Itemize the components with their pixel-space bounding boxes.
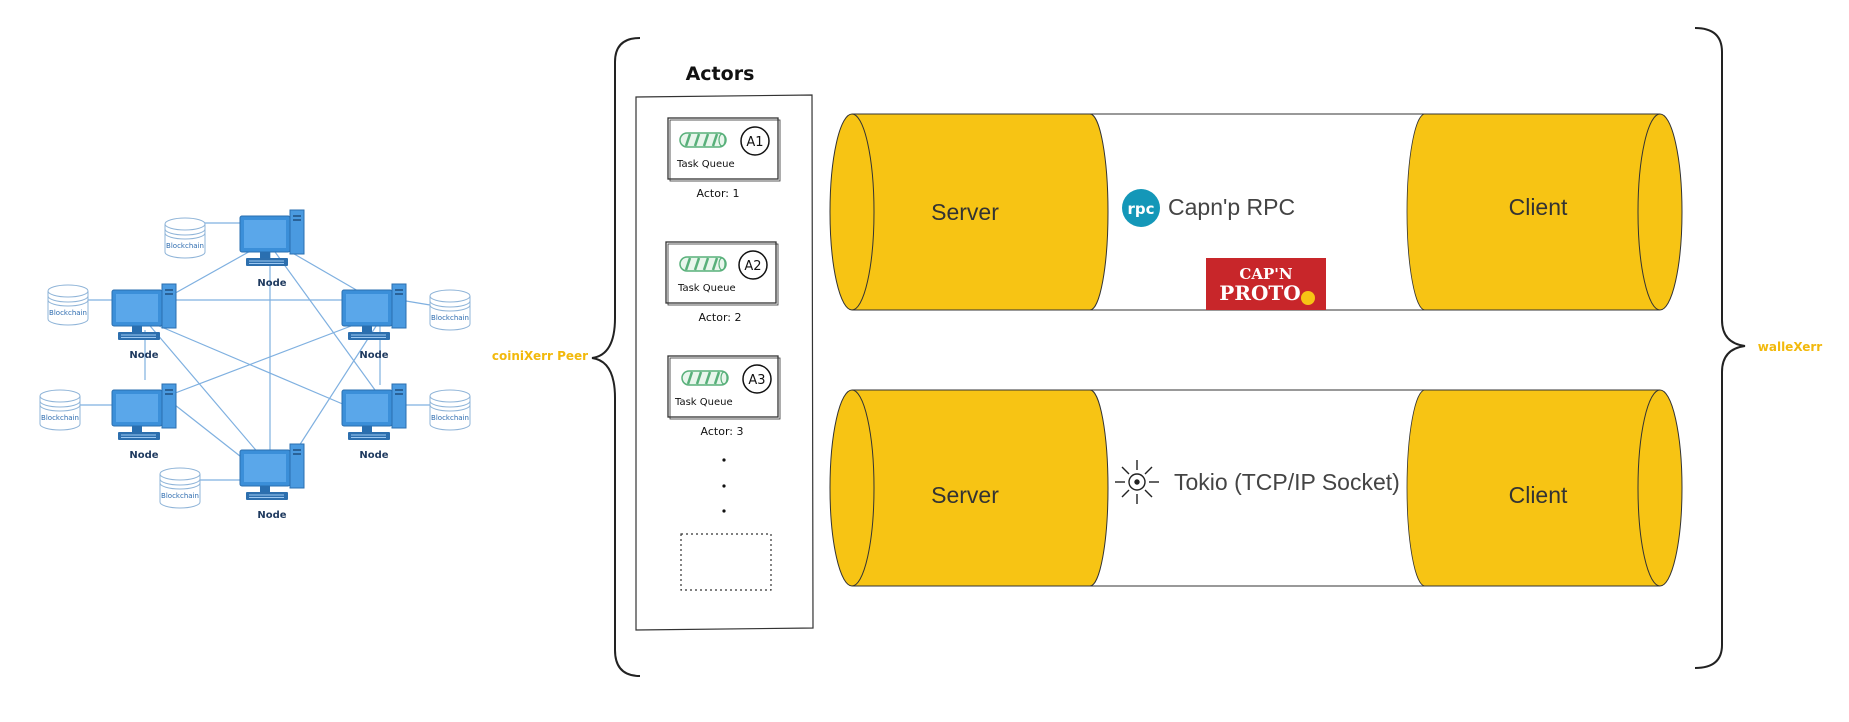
actor-badge — [740, 126, 770, 156]
node-label: Node — [129, 350, 158, 361]
actor-card: A3 Task Queue Actor: 3 — [667, 355, 781, 438]
database-icon — [39, 389, 81, 431]
task-queue-icon — [678, 131, 728, 149]
server-label: Server — [931, 199, 999, 225]
svg-text:Blockchain: Blockchain — [49, 309, 87, 317]
actor-card: A1 Task Queue Actor: 1 — [667, 117, 781, 200]
task-queue-icon — [678, 255, 728, 273]
tokio-sun-icon — [1115, 460, 1159, 504]
client-cylinder: Client — [1406, 113, 1683, 311]
svg-text:rpc: rpc — [1127, 200, 1154, 218]
svg-text:A2: A2 — [744, 259, 761, 274]
ellipsis-dots — [722, 458, 726, 513]
socket-pipe: Server Client Tokio (TCP/IP Socket) — [829, 389, 1683, 587]
network-node: Node — [341, 283, 407, 361]
svg-text:Blockchain: Blockchain — [41, 414, 79, 422]
database-icon — [164, 217, 206, 259]
network-node: Node — [239, 443, 305, 521]
left-brace — [591, 37, 641, 677]
computer-icon — [239, 443, 305, 501]
tech-label: Capn'p RPC — [1168, 194, 1295, 220]
rpc-pipe: Server Client rpc Capn'p RPC CAP'N PROTO — [829, 113, 1683, 311]
actor-caption: Actor: 3 — [701, 425, 744, 438]
svg-text:Blockchain: Blockchain — [161, 492, 199, 500]
network-node: Node — [111, 383, 177, 461]
blockchain-database: Blockchain — [429, 389, 471, 431]
task-queue-label: Task Queue — [676, 159, 735, 170]
wallet-label: walleXerr — [1758, 340, 1823, 354]
capnproto-logo: CAP'N PROTO — [1206, 258, 1326, 310]
svg-text:PROTO: PROTO — [1219, 281, 1300, 305]
svg-text:Blockchain: Blockchain — [431, 314, 469, 322]
task-queue-label: Task Queue — [674, 397, 733, 408]
computer-icon — [239, 209, 305, 267]
actor-badge — [738, 250, 768, 280]
task-queue-label: Task Queue — [677, 283, 736, 294]
right-brace — [1694, 27, 1746, 669]
actor-caption: Actor: 1 — [697, 187, 740, 200]
task-queue-icon — [680, 369, 730, 387]
svg-text:A3: A3 — [748, 373, 765, 388]
network-node: Node — [111, 283, 177, 361]
svg-text:Blockchain: Blockchain — [166, 242, 204, 250]
database-icon — [159, 467, 201, 509]
computer-icon — [341, 283, 407, 341]
client-label: Client — [1509, 482, 1568, 508]
computer-icon — [341, 383, 407, 441]
server-label: Server — [931, 482, 999, 508]
peer-label: coiniXerr Peer — [492, 349, 588, 363]
node-label: Node — [129, 450, 158, 461]
server-cylinder: Server — [829, 389, 1109, 587]
network-diagram: Node Node Node Node Node Node Blockchain — [39, 209, 471, 521]
actor-card: A2 Task Queue Actor: 2 — [665, 241, 779, 324]
svg-text:CAP'N: CAP'N — [1239, 265, 1292, 283]
node-label: Node — [257, 278, 286, 289]
blockchain-database: Blockchain — [164, 217, 206, 259]
client-label: Client — [1509, 194, 1568, 220]
actors-panel: Actors A1 Task Queue Actor: 1 A2 Task Qu… — [635, 63, 814, 631]
database-icon — [429, 289, 471, 331]
server-cylinder: Server — [829, 113, 1109, 311]
node-label: Node — [257, 510, 286, 521]
database-icon — [47, 284, 89, 326]
network-node: Node — [341, 383, 407, 461]
database-icon — [429, 389, 471, 431]
client-cylinder: Client — [1406, 389, 1683, 587]
blockchain-database: Blockchain — [429, 289, 471, 331]
actor-caption: Actor: 2 — [699, 311, 742, 324]
actors-title: Actors — [686, 63, 755, 85]
actor-badge — [742, 364, 772, 394]
rpc-logo-icon: rpc — [1122, 189, 1160, 227]
svg-text:A1: A1 — [746, 135, 763, 150]
blockchain-database: Blockchain — [159, 467, 201, 509]
node-label: Node — [359, 450, 388, 461]
network-node: Node — [239, 209, 305, 289]
tech-label: Tokio (TCP/IP Socket) — [1174, 469, 1400, 495]
svg-text:Blockchain: Blockchain — [431, 414, 469, 422]
node-label: Node — [359, 350, 388, 361]
blockchain-database: Blockchain — [39, 389, 81, 431]
computer-icon — [111, 383, 177, 441]
computer-icon — [111, 283, 177, 341]
placeholder-actor-slot — [680, 533, 772, 591]
blockchain-database: Blockchain — [47, 284, 89, 326]
